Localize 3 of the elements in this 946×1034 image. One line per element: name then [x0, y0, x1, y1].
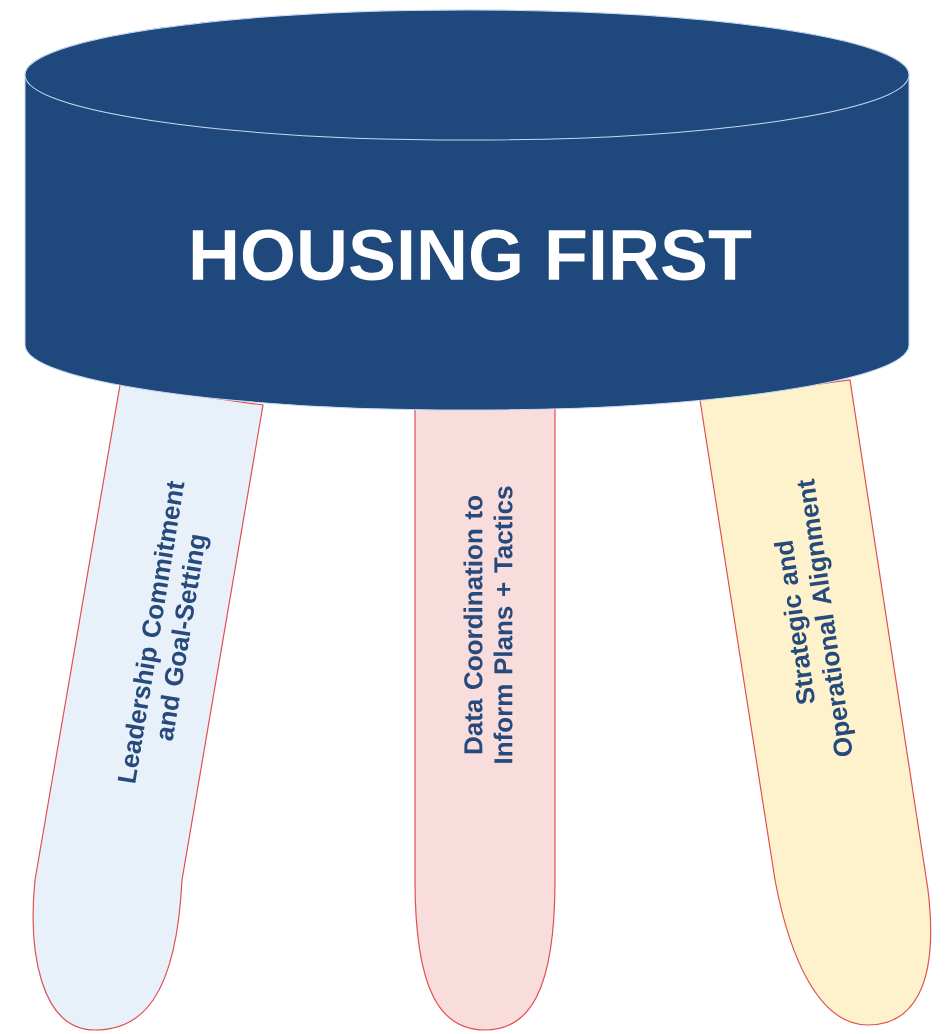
- stool-leg: Strategic and Operational Alignment: [699, 379, 932, 1026]
- stool-leg: Data Coordination to Inform Plans + Tactics: [414, 404, 556, 1031]
- stool-seat: HOUSING FIRST: [24, 9, 910, 411]
